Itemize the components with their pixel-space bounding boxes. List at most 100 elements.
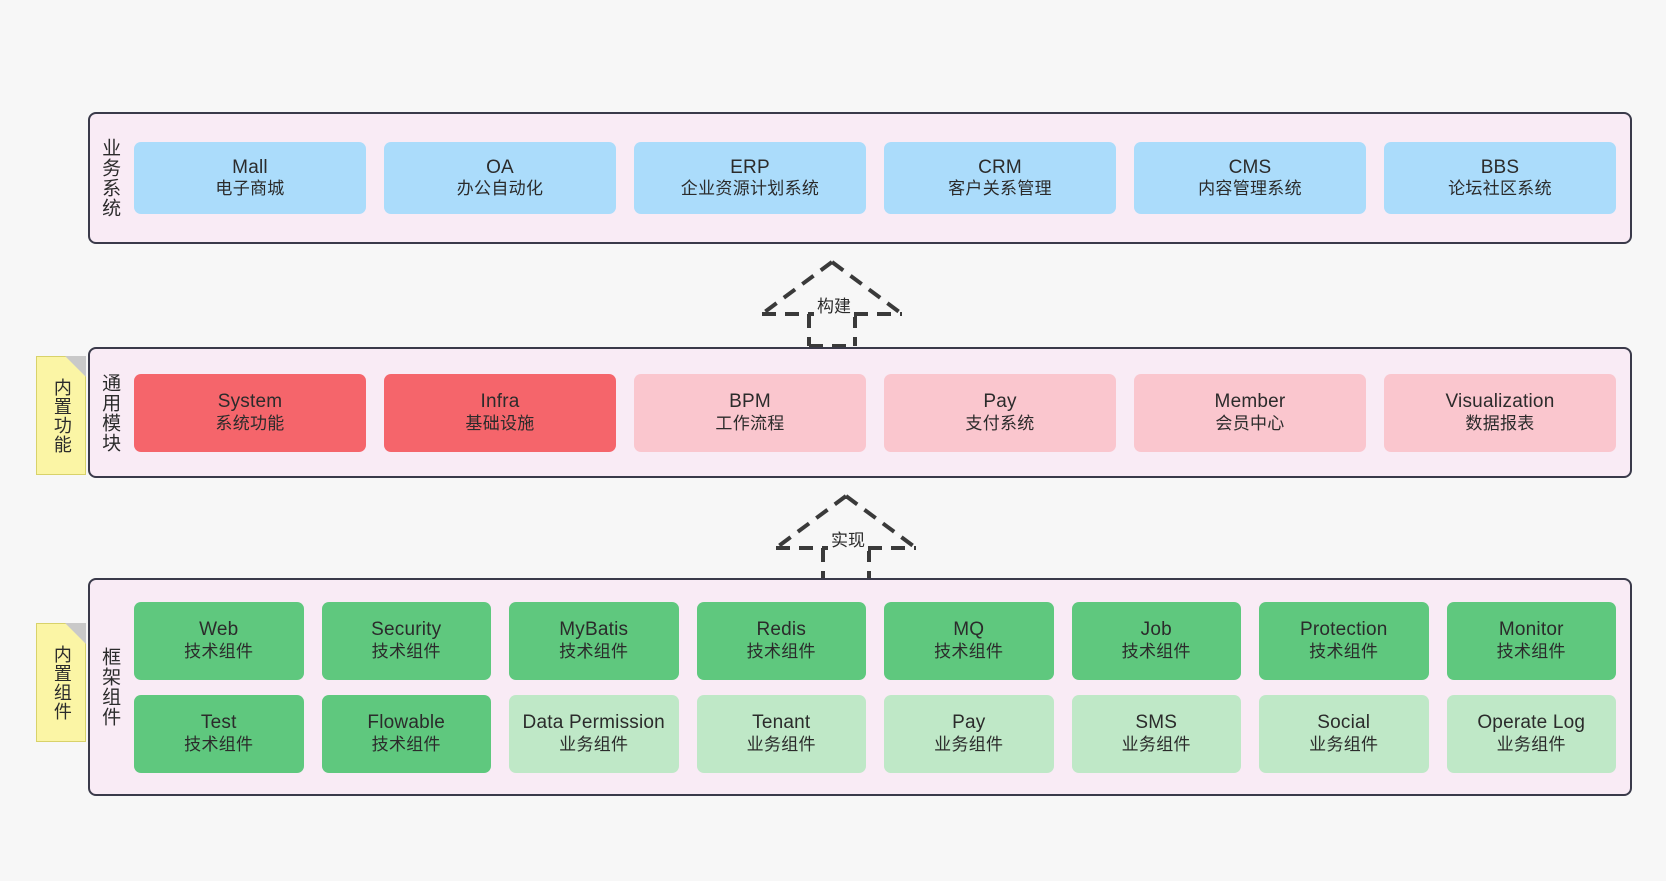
connector-build-label: 构建 — [814, 292, 854, 317]
node-subtitle: 业务组件 — [746, 734, 816, 754]
node-subtitle: 业务组件 — [559, 734, 629, 754]
node-subtitle: 基础设施 — [465, 413, 535, 433]
node-subtitle: 技术组件 — [1121, 641, 1191, 661]
node-title: ERP — [730, 156, 770, 178]
node-subtitle: 业务组件 — [934, 734, 1004, 754]
layer-title-framework-component: 框架组件 — [99, 647, 121, 727]
layer-title-common-module: 通用模块 — [99, 372, 121, 453]
note-builtin-function[interactable]: 内置功能 — [36, 356, 86, 475]
node-title: Security — [371, 619, 442, 641]
node-subtitle: 业务组件 — [1309, 734, 1379, 754]
node-subtitle: 技术组件 — [184, 641, 254, 661]
node-subtitle: 内容管理系统 — [1198, 179, 1302, 199]
node-row: Mall 电子商城 OA 办公自动化 ERP 企业资源计划系统 CRM 客户关系… — [134, 142, 1616, 214]
node-title: System — [217, 391, 283, 413]
node-crm[interactable]: CRM 客户关系管理 — [884, 142, 1116, 214]
node-title: Flowable — [367, 712, 446, 734]
node-member[interactable]: Member 会员中心 — [1134, 373, 1366, 452]
node-title: Social — [1317, 712, 1371, 734]
node-sms[interactable]: SMS 业务组件 — [1071, 694, 1241, 773]
node-subtitle: 办公自动化 — [456, 179, 544, 199]
node-subtitle: 技术组件 — [1309, 641, 1379, 661]
node-title: Job — [1140, 619, 1172, 641]
node-title: Pay — [983, 391, 1017, 413]
node-row: Test 技术组件 Flowable 技术组件 Data Permission … — [134, 694, 1616, 773]
layer-body-common-module: System 系统功能 Infra 基础设施 BPM 工作流程 Pay 支付系统… — [128, 349, 1630, 476]
node-bpm[interactable]: BPM 工作流程 — [634, 373, 866, 452]
node-cms[interactable]: CMS 内容管理系统 — [1134, 142, 1366, 214]
node-flowable[interactable]: Flowable 技术组件 — [321, 694, 491, 773]
node-title: Web — [199, 619, 239, 641]
node-title: SMS — [1135, 712, 1178, 734]
node-subtitle: 系统功能 — [215, 413, 285, 433]
node-title: Pay — [952, 712, 986, 734]
layer-body-business-system: Mall 电子商城 OA 办公自动化 ERP 企业资源计划系统 CRM 客户关系… — [128, 114, 1630, 242]
layer-title-business-system: 业务系统 — [99, 138, 121, 218]
node-social[interactable]: Social 业务组件 — [1259, 694, 1429, 773]
node-title: Protection — [1299, 619, 1388, 641]
node-protection[interactable]: Protection 技术组件 — [1259, 601, 1429, 680]
node-title: BBS — [1480, 156, 1520, 178]
node-title: Operate Log — [1477, 712, 1586, 734]
node-title: Monitor — [1498, 619, 1564, 641]
node-title: MyBatis — [559, 619, 629, 641]
node-system[interactable]: System 系统功能 — [134, 373, 366, 452]
layer-framework-component[interactable]: 框架组件 Web 技术组件 Security 技术组件 MyBatis 技术组件… — [88, 578, 1632, 796]
node-subtitle: 技术组件 — [746, 641, 816, 661]
node-title: BPM — [729, 391, 771, 413]
node-subtitle: 业务组件 — [1496, 734, 1566, 754]
node-subtitle: 技术组件 — [1496, 641, 1566, 661]
connector-realize-arrow: 实现 — [766, 492, 926, 584]
node-pay[interactable]: Pay 支付系统 — [884, 373, 1116, 452]
node-subtitle: 技术组件 — [371, 641, 441, 661]
node-pay-business[interactable]: Pay 业务组件 — [884, 694, 1054, 773]
node-security[interactable]: Security 技术组件 — [321, 601, 491, 680]
node-job[interactable]: Job 技术组件 — [1071, 601, 1241, 680]
node-title: MQ — [953, 619, 985, 641]
node-title: Visualization — [1445, 391, 1555, 413]
node-infra[interactable]: Infra 基础设施 — [384, 373, 616, 452]
note-label: 内置功能 — [51, 377, 72, 454]
node-bbs[interactable]: BBS 论坛社区系统 — [1384, 142, 1616, 214]
node-subtitle: 客户关系管理 — [948, 179, 1052, 199]
node-redis[interactable]: Redis 技术组件 — [696, 601, 866, 680]
node-title: OA — [486, 156, 514, 178]
connector-build-arrow: 构建 — [752, 258, 912, 350]
node-mq[interactable]: MQ 技术组件 — [884, 601, 1054, 680]
layer-business-system[interactable]: 业务系统 Mall 电子商城 OA 办公自动化 ERP 企业资源计划系统 CRM… — [88, 112, 1632, 244]
node-title: Mall — [232, 156, 268, 178]
node-visualization[interactable]: Visualization 数据报表 — [1384, 373, 1616, 452]
node-web[interactable]: Web 技术组件 — [134, 601, 304, 680]
node-subtitle: 技术组件 — [371, 734, 441, 754]
node-row: System 系统功能 Infra 基础设施 BPM 工作流程 Pay 支付系统… — [134, 373, 1616, 452]
node-erp[interactable]: ERP 企业资源计划系统 — [634, 142, 866, 214]
node-title: CMS — [1228, 156, 1272, 178]
node-subtitle: 技术组件 — [184, 734, 254, 754]
node-subtitle: 业务组件 — [1121, 734, 1191, 754]
node-oa[interactable]: OA 办公自动化 — [384, 142, 616, 214]
node-title: Test — [200, 712, 237, 734]
node-title: Infra — [480, 391, 520, 413]
connector-realize-label: 实现 — [828, 526, 868, 551]
node-row: Web 技术组件 Security 技术组件 MyBatis 技术组件 Redi… — [134, 601, 1616, 680]
note-label: 内置组件 — [51, 644, 72, 721]
node-operate-log[interactable]: Operate Log 业务组件 — [1446, 694, 1616, 773]
node-mall[interactable]: Mall 电子商城 — [134, 142, 366, 214]
node-subtitle: 会员中心 — [1215, 413, 1285, 433]
node-monitor[interactable]: Monitor 技术组件 — [1446, 601, 1616, 680]
layer-body-framework-component: Web 技术组件 Security 技术组件 MyBatis 技术组件 Redi… — [128, 580, 1630, 794]
node-subtitle: 技术组件 — [559, 641, 629, 661]
node-subtitle: 数据报表 — [1465, 413, 1535, 433]
note-builtin-component[interactable]: 内置组件 — [36, 623, 86, 742]
node-test[interactable]: Test 技术组件 — [134, 694, 304, 773]
node-data-permission[interactable]: Data Permission 业务组件 — [509, 694, 679, 773]
node-title: Data Permission — [522, 712, 665, 734]
node-title: CRM — [978, 156, 1022, 178]
node-tenant[interactable]: Tenant 业务组件 — [696, 694, 866, 773]
node-mybatis[interactable]: MyBatis 技术组件 — [509, 601, 679, 680]
layer-common-module[interactable]: 通用模块 System 系统功能 Infra 基础设施 BPM 工作流程 Pay… — [88, 347, 1632, 478]
node-subtitle: 论坛社区系统 — [1448, 179, 1552, 199]
node-title: Member — [1214, 391, 1286, 413]
node-subtitle: 支付系统 — [965, 413, 1035, 433]
